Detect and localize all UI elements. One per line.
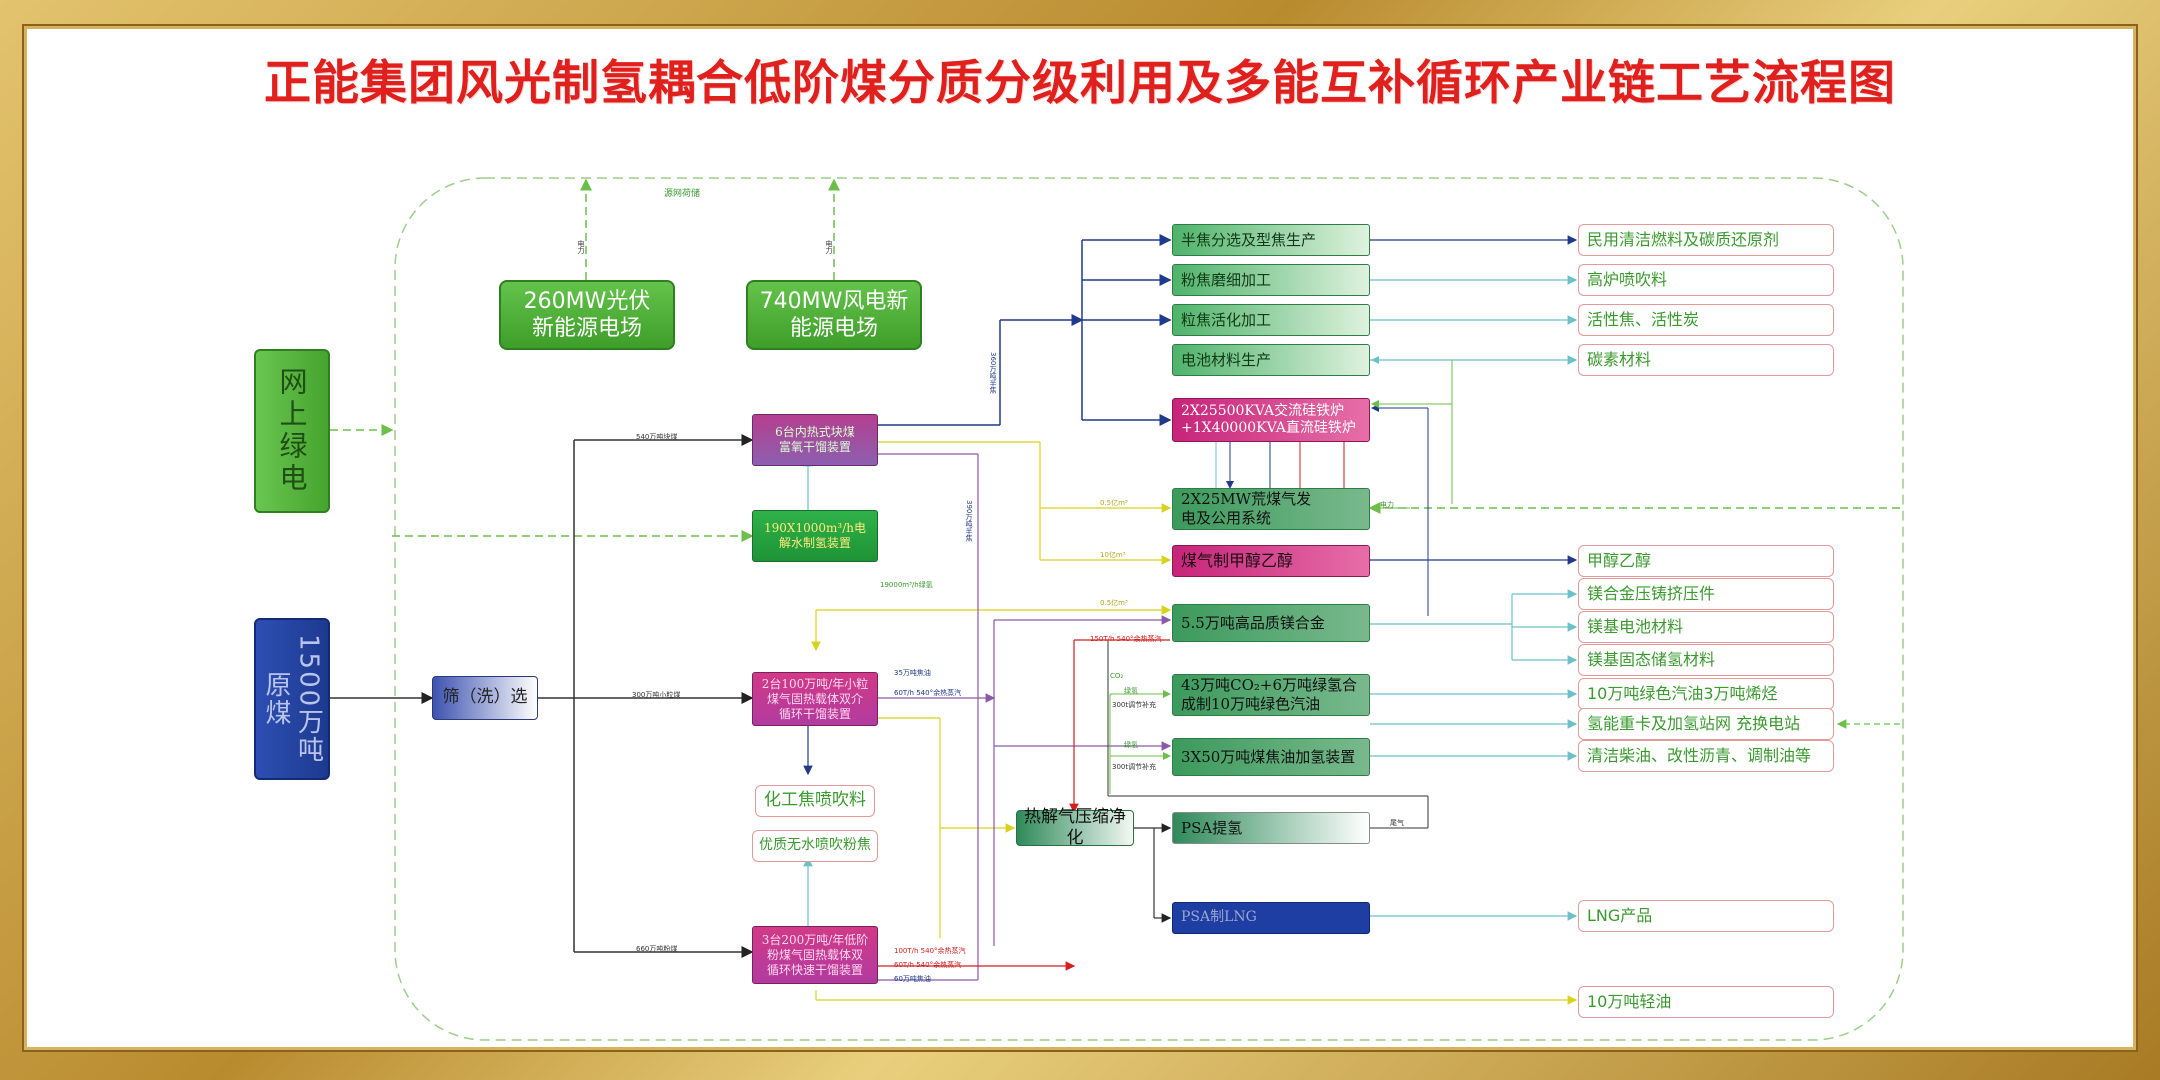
label-semi-coke-2: 390万吨半焦 xyxy=(965,500,973,542)
coke-activation: 粒焦活化加工 xyxy=(1172,304,1370,336)
label-co2: CO₂ xyxy=(1110,672,1124,680)
output-mg-hydrogen-storage: 镁基固态储氢材料 xyxy=(1578,644,1834,676)
methanol-ethanol-plant: 煤气制甲醇乙醇 xyxy=(1172,545,1370,577)
coke-grinding: 粉焦磨细加工 xyxy=(1172,264,1370,296)
label-gas-b: 10亿m³ xyxy=(1100,551,1126,559)
label-gas-a: 0.5亿m³ xyxy=(1100,499,1128,507)
raw-coal-source: 1500万吨原煤 xyxy=(254,618,330,780)
screening-washing: 筛（洗）选 xyxy=(432,676,538,720)
coal-gas-power-plant: 2X25MW荒煤气发 电及公用系统 xyxy=(1172,488,1370,530)
output-light-oil: 10万吨轻油 xyxy=(1578,986,1834,1018)
label-power-out: 电力 xyxy=(1380,501,1394,509)
small-coal-pyrolysis-unit: 2台100万吨/年小粒 煤气固热载体双介 循环干馏装置 xyxy=(752,672,878,726)
output-blast-furnace: 高炉喷吹料 xyxy=(1578,264,1834,296)
solar-farm: 260MW光伏 新能源电场 xyxy=(499,280,675,350)
output-clean-fuel: 民用清洁燃料及碳质还原剂 xyxy=(1578,224,1834,256)
label-wind-power: 电力 xyxy=(825,240,833,254)
label-grid-load-storage: 源网荷储 xyxy=(664,189,701,199)
diagram-title: 正能集团风光制氢耦合低阶煤分质分级利用及多能互补循环产业链工艺流程图 xyxy=(264,56,1896,111)
label-gas-c: 0.5亿m³ xyxy=(1100,599,1128,607)
label-green-h-b: 绿氢 xyxy=(1124,741,1138,749)
output-green-gasoline: 10万吨绿色汽油3万吨烯烃 xyxy=(1578,678,1834,710)
label-green-h-a: 绿氢 xyxy=(1124,687,1138,695)
lump-coal-gasifier: 6台内热式块煤 富氧干馏装置 xyxy=(752,414,878,466)
output-methanol: 甲醇乙醇 xyxy=(1578,545,1834,577)
battery-material-production: 电池材料生产 xyxy=(1172,344,1370,376)
fine-coke-powder: 优质无水喷吹粉焦 xyxy=(752,830,878,862)
label-flow-steam-60b: 60T/h 540°余热蒸汽 xyxy=(894,961,962,969)
silicon-iron-furnace: 2X25500KVA交流硅铁炉 +1X40000KVA直流硅铁炉 xyxy=(1172,398,1370,442)
magnesium-alloy-plant: 5.5万吨高品质镁合金 xyxy=(1172,604,1370,642)
chemical-coke-spray: 化工焦喷吹料 xyxy=(755,785,875,817)
wind-farm: 740MW风电新 能源电场 xyxy=(746,280,922,350)
label-small-coal: 300万吨小粒煤 xyxy=(632,691,681,699)
electrolysis-unit: 190X1000m³/h电 解水制氢装置 xyxy=(752,510,878,562)
fine-coal-pyrolysis-unit: 3台200万吨/年低阶 粉煤气固热载体双 循环快速干馏装置 xyxy=(752,926,878,984)
label-lump-coal: 540万吨块煤 xyxy=(636,433,678,441)
output-mg-casting: 镁合金压铸挤压件 xyxy=(1578,578,1834,610)
label-flow-tar: 35万吨焦油 xyxy=(894,669,931,677)
coke-selection: 半焦分选及型焦生产 xyxy=(1172,224,1370,256)
output-clean-diesel: 清洁柴油、改性沥青、调制油等 xyxy=(1578,740,1834,772)
output-carbon-material: 碳素材料 xyxy=(1578,344,1834,376)
label-powder-coal: 660万吨粉煤 xyxy=(636,945,678,953)
green-grid-power: 网上绿电 xyxy=(254,349,330,513)
output-activated-coke: 活性焦、活性炭 xyxy=(1578,304,1834,336)
coal-tar-hydrogenation: 3X50万吨煤焦油加氢装置 xyxy=(1172,738,1370,776)
label-solar-power: 电力 xyxy=(577,240,585,254)
psa-hydrogen-extraction: PSA提氢 xyxy=(1172,812,1370,844)
output-mg-battery: 镁基电池材料 xyxy=(1578,611,1834,643)
pyrolysis-gas-compression: 热解气压缩净化 xyxy=(1016,807,1134,848)
output-hydrogen-trucks: 氢能重卡及加氢站网 充换电站 xyxy=(1578,708,1834,740)
green-gasoline-synthesis: 43万吨CO₂+6万吨绿氢合 成制10万吨绿色汽油 xyxy=(1172,674,1370,716)
label-semi-coke: 360万吨半焦 xyxy=(989,352,997,394)
label-flow-steam-60: 60T/h 540°余热蒸汽 xyxy=(894,689,962,697)
label-tail-gas: 尾气 xyxy=(1390,819,1404,827)
label-flow-steam-100: 100T/h 540°余热蒸汽 xyxy=(894,947,966,955)
output-lng: LNG产品 xyxy=(1578,900,1834,932)
poster-background xyxy=(24,26,2136,1050)
label-regulate-a: 300t调节补充 xyxy=(1112,701,1157,709)
psa-lng-production: PSA制LNG xyxy=(1172,902,1370,934)
label-hydrogen-flow: 19000m³/h绿氢 xyxy=(880,581,933,589)
label-flow-tar-60: 60万吨焦油 xyxy=(894,975,931,983)
label-flow-steam-150: 150T/h 540°余热蒸汽 xyxy=(1090,635,1162,643)
label-regulate-b: 300t调节补充 xyxy=(1112,763,1157,771)
